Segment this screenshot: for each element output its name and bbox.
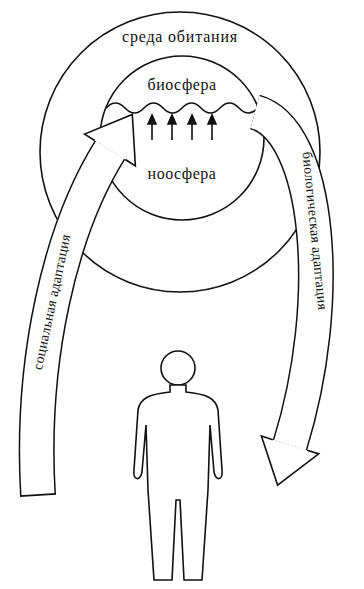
arrow-head (85, 114, 136, 165)
arrow-tail (20, 494, 56, 496)
person-figure (134, 351, 222, 580)
wave-line (106, 103, 258, 113)
environment-circle-node: среда обитания биосфера ноосфера (40, 12, 320, 292)
sphere-label: среда обитания (40, 28, 320, 46)
up-arrow-head (148, 115, 156, 124)
sphere-label: биосфера (100, 76, 264, 94)
social-arrow (20, 114, 135, 496)
noosphere-node: ноосфера (110, 145, 254, 200)
up-arrows (148, 115, 216, 140)
person-head (161, 351, 195, 385)
up-arrow-head (208, 115, 216, 124)
arrow-head-fill (261, 436, 318, 485)
up-arrow-head (168, 115, 176, 124)
biosphere-node: биосфера ноосфера (100, 56, 264, 220)
sphere-label: ноосфера (110, 165, 254, 183)
person-body (134, 385, 222, 580)
up-arrow-head (188, 115, 196, 124)
arrow-head-fill (85, 114, 136, 165)
arrow-head (261, 436, 318, 485)
